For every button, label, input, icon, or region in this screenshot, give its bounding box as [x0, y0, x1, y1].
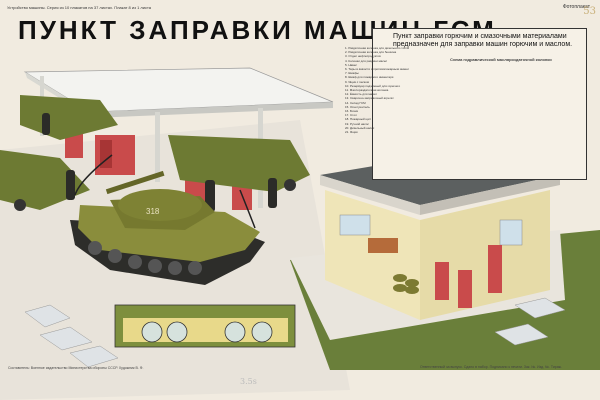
legend-item: 15. Огнетушитель	[345, 104, 370, 109]
legend-item: 19. Ручной насос	[345, 121, 369, 126]
legend-item: 6. Тары в ёмкости с противопожарным инве…	[345, 67, 409, 72]
legend-item: 12. Ёмкость для масел	[345, 92, 377, 97]
canopy-pillar	[155, 112, 160, 182]
legend-item: 14. Склад ГСМ	[345, 100, 366, 105]
desk	[368, 238, 398, 253]
info-box: Пункт заправки горючим и смазочными мате…	[372, 28, 587, 180]
legend-item: 9. Ящик с песком	[345, 79, 369, 84]
scheme-title: Схема гидравлической масляроздаточной ко…	[450, 57, 552, 62]
barrels	[393, 274, 419, 294]
bottom-left-note: Составитель: Военное издательство Минист…	[8, 366, 144, 370]
oil-dispenser	[458, 270, 472, 308]
legend-item: 18. Пожарный щит	[345, 117, 371, 122]
legend-item: 20. Дизельный насос	[345, 125, 375, 130]
legend-item: 21. Ящик	[345, 130, 358, 135]
oil-dispenser	[435, 262, 449, 300]
legend-item: 2. Раздаточная колонка для бензина	[345, 50, 397, 55]
handwritten-number: 53	[583, 6, 596, 17]
pencil-note: 3.5s	[240, 377, 257, 386]
tank-number: 318	[146, 207, 160, 216]
bottom-right-note: Ответственный за выпуск. Сдано в набор. …	[420, 365, 562, 369]
legend-item: 13. Сварочно-заправочный агрегат	[345, 96, 394, 101]
legend-item: 11. Маслораздаточная колонка	[345, 88, 389, 93]
apc-vehicle	[168, 135, 310, 192]
manhole-covers	[24, 297, 566, 368]
legend-item: 5. Навес	[345, 62, 357, 67]
legend-item: 8. Шкаф для пожарного инвентаря	[345, 75, 394, 80]
legend-item: 17. Стол	[345, 113, 357, 118]
window	[339, 214, 371, 236]
legend-item: 1. Раздаточная колонка для дизельного то…	[345, 46, 409, 50]
poster-type-label: Фотоплакат	[562, 4, 590, 10]
legend-item: 4. Колонки для раздачи масел	[345, 58, 388, 63]
window	[499, 219, 523, 246]
underground-tanks	[141, 321, 273, 343]
legend-item: 7. Шкафы	[345, 71, 359, 76]
legend-item: 10. Резервуар подземный для горючего	[345, 83, 401, 88]
tank-road-wheels	[88, 241, 202, 275]
legend: 1. Раздаточная колонка для дизельного то…	[345, 46, 409, 134]
info-text: Пункт заправки горючим и смазочными мате…	[393, 33, 573, 48]
oil-dispenser	[488, 245, 502, 293]
series-note: Устройство машины. Серия из 10 плакатов …	[7, 5, 151, 10]
legend-item: 16. Бочки	[345, 109, 359, 114]
tank: 318	[70, 170, 265, 285]
legend-item: 3. Отдел нефтепродуктов	[345, 54, 381, 59]
